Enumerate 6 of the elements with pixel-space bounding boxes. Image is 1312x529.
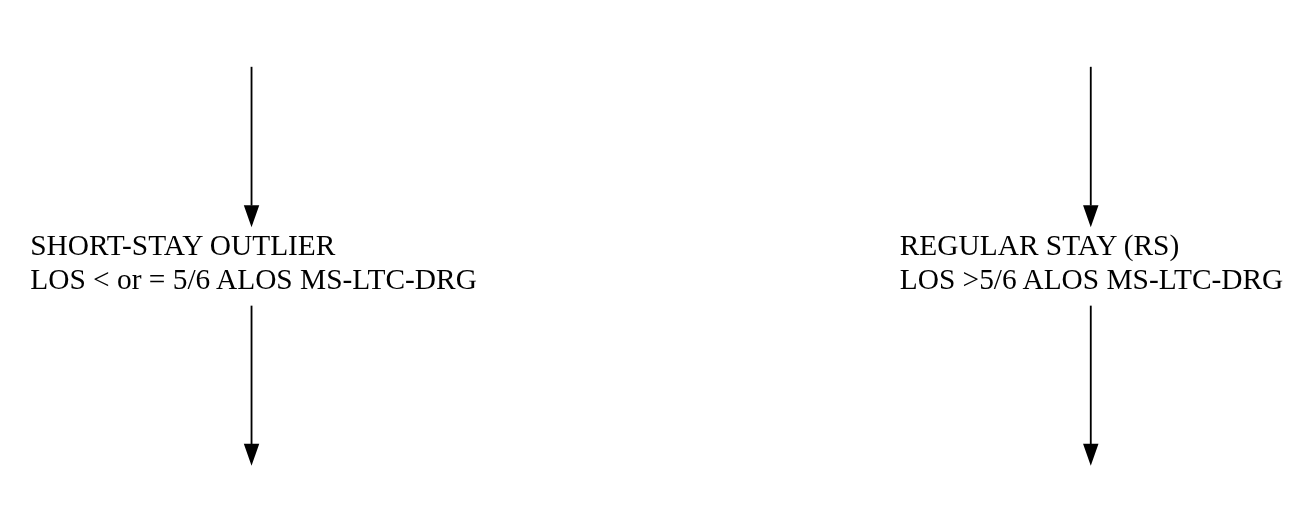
arrow: [243, 65, 260, 227]
arrow: [1083, 65, 1099, 227]
node-text: REGULAR STAY (RS) LOS >5/6 ALOS MS-LTC-DRG: [899, 228, 1284, 295]
arrow: [243, 304, 260, 466]
node-text: SHORT-STAY OUTLIER LOS < or = 5/6 ALOS MS-LTC-DRG: [30, 228, 477, 295]
arrow: [1083, 304, 1099, 466]
